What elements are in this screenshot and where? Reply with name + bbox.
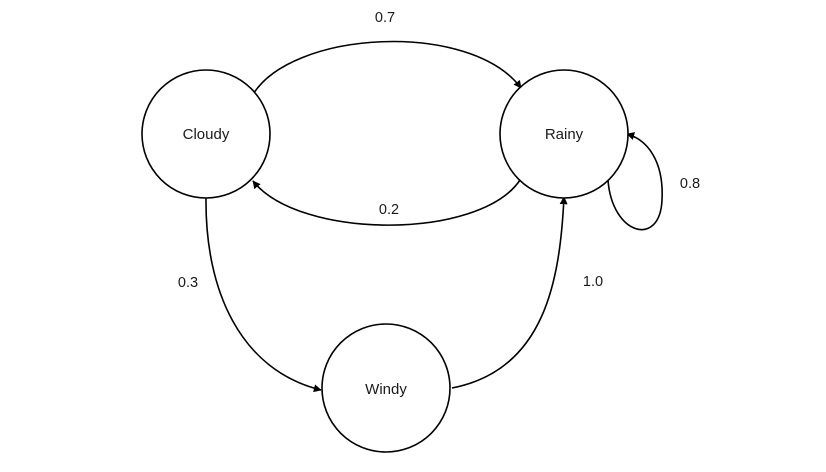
edge-label-rainy-to-cloudy: 0.2 <box>379 202 399 218</box>
state-label-rainy: Rainy <box>545 126 584 143</box>
state-label-windy: Windy <box>365 381 407 398</box>
edge-label-rainy-self-loop: 0.8 <box>680 176 700 192</box>
edge-label-windy-to-rainy: 1.0 <box>583 274 603 290</box>
state-node-windy <box>321 323 451 453</box>
edge-windy-to-rainy <box>451 196 568 389</box>
edge-label-cloudy-to-windy: 0.3 <box>178 275 198 291</box>
edge-label-cloudy-to-rainy: 0.7 <box>375 10 395 26</box>
edge-cloudy-to-rainy <box>251 40 522 97</box>
state-node-rainy <box>499 69 629 199</box>
state-label-cloudy: Cloudy <box>183 126 230 143</box>
edge-rainy-to-cloudy <box>252 179 521 226</box>
edge-rainy-self-loop <box>607 132 663 231</box>
edge-cloudy-to-windy <box>205 197 322 393</box>
state-node-cloudy <box>141 69 271 199</box>
